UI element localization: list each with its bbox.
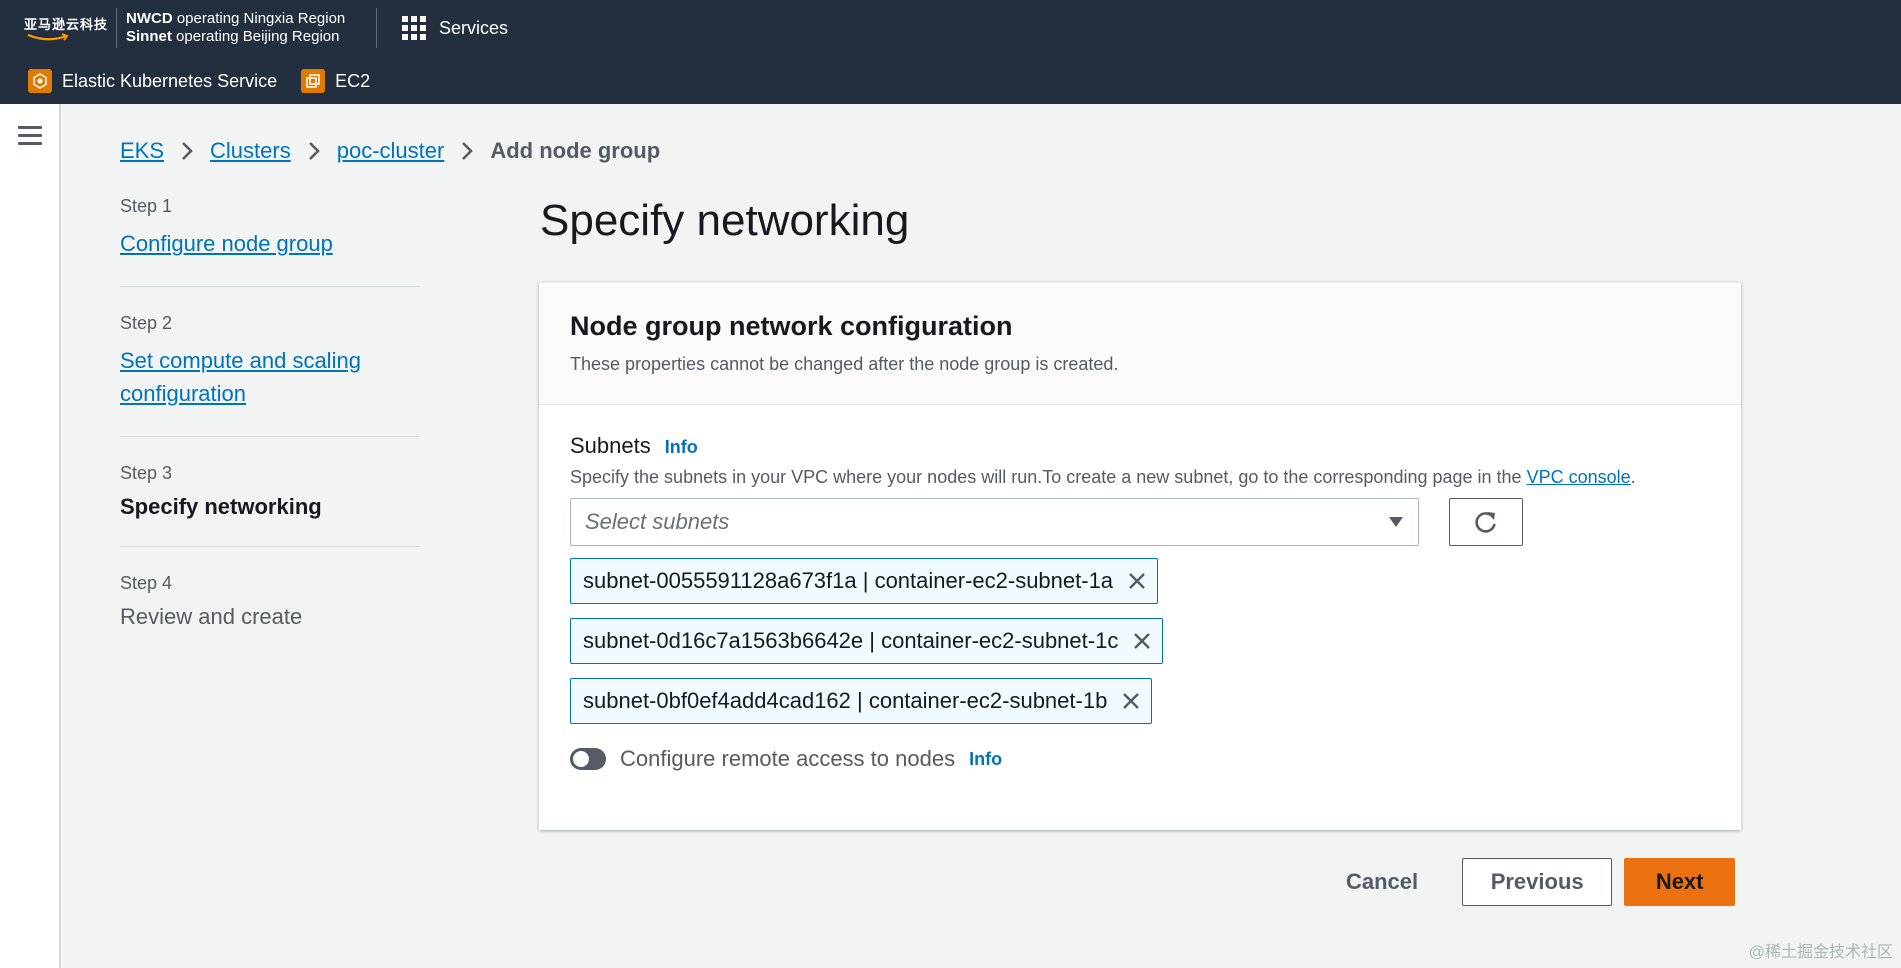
brand-logo[interactable]: 亚马逊云科技 — [24, 14, 109, 44]
breadcrumb-clusters[interactable]: Clusters — [210, 138, 291, 163]
wizard-steps: Step 1 Configure node group Step 2 Set c… — [120, 196, 420, 682]
remove-token-icon[interactable] — [1127, 571, 1147, 591]
subnets-info-link[interactable]: Info — [664, 437, 698, 457]
refresh-icon — [1475, 512, 1496, 533]
step-number: Step 2 — [120, 313, 173, 333]
header-divider — [376, 8, 377, 48]
favorite-label: Elastic Kubernetes Service — [62, 70, 278, 91]
panel-header: Node group network configuration These p… — [539, 283, 1741, 405]
wizard-actions: Cancel Previous Next — [1330, 858, 1736, 906]
step-number: Step 4 — [120, 573, 173, 593]
chevron-right-icon — [462, 142, 474, 160]
subnet-token: subnet-0d16c7a1563b6642e | container-ec2… — [570, 618, 1164, 664]
subnet-token: subnet-0bf0ef4add4cad162 | container-ec2… — [570, 678, 1153, 724]
step-review-and-create: Review and create — [120, 604, 303, 629]
token-wrapper: subnet-0d16c7a1563b6642e | container-ec2… — [570, 618, 1710, 664]
subnets-placeholder: Select subnets — [585, 509, 730, 534]
subnet-token-label: subnet-0d16c7a1563b6642e | container-ec2… — [583, 628, 1119, 653]
remote-access-label: Configure remote access to nodes — [620, 746, 956, 771]
subnets-label-row: Subnets Info — [570, 433, 1710, 459]
remote-access-row: Configure remote access to nodes Info — [570, 746, 1710, 772]
watermark: @稀土掘金技术社区 — [1748, 944, 1893, 961]
panel-body: Subnets Info Specify the subnets in your… — [539, 405, 1741, 800]
panel-description: These properties cannot be changed after… — [570, 354, 1119, 374]
subnets-description: Specify the subnets in your VPC where yo… — [570, 467, 1636, 487]
token-wrapper: subnet-0055591128a673f1a | container-ec2… — [570, 558, 1710, 604]
step-number: Step 1 — [120, 196, 173, 216]
previous-button[interactable]: Previous — [1462, 858, 1613, 906]
hamburger-menu-icon[interactable] — [18, 126, 42, 146]
wizard-step-3: Step 3 Specify networking — [120, 463, 420, 547]
ec2-icon — [301, 69, 326, 93]
remove-token-icon[interactable] — [1121, 691, 1141, 711]
page-title: Specify networking — [540, 196, 910, 245]
wizard-step-2: Step 2 Set compute and scaling configura… — [120, 313, 420, 437]
breadcrumb-current: Add node group — [490, 138, 661, 163]
step-current-specify-networking: Specify networking — [120, 494, 322, 519]
services-menu-button[interactable]: Services — [402, 15, 508, 41]
step-link-configure-node-group[interactable]: Configure node group — [120, 231, 333, 256]
operator-line-1: NWCD operating Ningxia Region — [126, 10, 346, 27]
panel-title: Node group network configuration — [570, 311, 1013, 341]
refresh-subnets-button[interactable] — [1449, 498, 1523, 546]
favorites-bar: Elastic Kubernetes Service EC2 — [0, 64, 1901, 98]
favorite-label: EC2 — [335, 70, 371, 91]
breadcrumb-eks[interactable]: EKS — [120, 138, 165, 163]
subnets-multiselect[interactable]: Select subnets — [570, 498, 1419, 546]
subnet-token-label: subnet-0bf0ef4add4cad162 | container-ec2… — [583, 688, 1108, 713]
top-navigation-row: 亚马逊云科技 NWCD operating Ningxia Region Sin… — [0, 0, 1901, 58]
remove-token-icon[interactable] — [1132, 631, 1152, 651]
selected-subnet-tokens: subnet-0055591128a673f1a | container-ec2… — [570, 558, 1710, 724]
step-link-compute-scaling[interactable]: Set compute and scaling configuration — [120, 348, 361, 406]
operator-line-2: Sinnet operating Beijing Region — [126, 28, 340, 45]
remote-access-toggle[interactable] — [570, 748, 606, 770]
favorite-ec2[interactable]: EC2 — [301, 69, 370, 93]
subnets-label: Subnets — [570, 433, 651, 458]
caret-down-icon — [1389, 517, 1403, 527]
subnet-token-label: subnet-0055591128a673f1a | container-ec2… — [583, 568, 1114, 593]
brand-text: 亚马逊云科技 — [24, 17, 109, 32]
favorite-eks[interactable]: Elastic Kubernetes Service — [28, 69, 277, 93]
chevron-right-icon — [308, 142, 320, 160]
breadcrumb-poc-cluster[interactable]: poc-cluster — [336, 138, 445, 163]
step-number: Step 3 — [120, 463, 173, 483]
remote-access-info-link[interactable]: Info — [969, 748, 1003, 769]
vpc-console-link[interactable]: VPC console — [1526, 467, 1631, 487]
header-divider — [116, 8, 117, 48]
subnet-token: subnet-0055591128a673f1a | container-ec2… — [570, 558, 1159, 604]
breadcrumb: EKS Clusters poc-cluster Add node group — [120, 137, 660, 165]
smile-arrow-icon — [27, 33, 69, 41]
toggle-knob — [573, 751, 589, 767]
network-config-panel: Node group network configuration These p… — [539, 282, 1741, 830]
wizard-step-4: Step 4 Review and create — [120, 573, 420, 656]
side-navigation-rail — [0, 104, 61, 968]
eks-icon — [28, 69, 52, 93]
next-button[interactable]: Next — [1624, 858, 1736, 906]
services-label: Services — [439, 17, 509, 38]
region-operator-info: NWCD operating Ningxia Region Sinnet ope… — [126, 10, 345, 46]
token-wrapper: subnet-0bf0ef4add4cad162 | container-ec2… — [570, 678, 1710, 724]
top-navigation: 亚马逊云科技 NWCD operating Ningxia Region Sin… — [0, 0, 1901, 104]
wizard-step-1: Step 1 Configure node group — [120, 196, 420, 287]
grid-icon — [402, 16, 426, 40]
subnets-select-row: Select subnets — [570, 498, 1710, 546]
cancel-button[interactable]: Cancel — [1330, 869, 1434, 895]
chevron-right-icon — [182, 142, 193, 160]
